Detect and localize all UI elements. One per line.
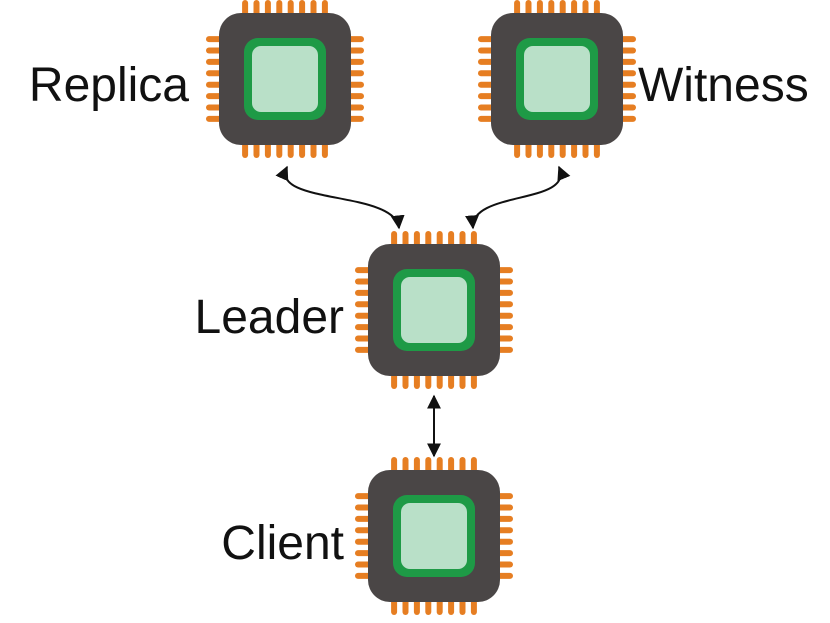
client-chip-icon xyxy=(355,457,513,615)
connections-group xyxy=(275,165,571,458)
client-label: Client xyxy=(221,517,344,570)
witness-chip-icon xyxy=(478,0,636,158)
chip-die-core xyxy=(401,277,467,343)
chip-die-core xyxy=(401,503,467,569)
leader-label: Leader xyxy=(195,291,344,344)
chip-die-core xyxy=(252,46,318,112)
witness-label: Witness xyxy=(638,59,809,112)
replica-label: Replica xyxy=(29,59,189,112)
connection-leader-witness xyxy=(465,165,571,230)
replica-chip-icon xyxy=(206,0,364,158)
connection-leader-replica xyxy=(275,165,405,230)
chip-die-core xyxy=(524,46,590,112)
leader-chip-icon xyxy=(355,231,513,389)
